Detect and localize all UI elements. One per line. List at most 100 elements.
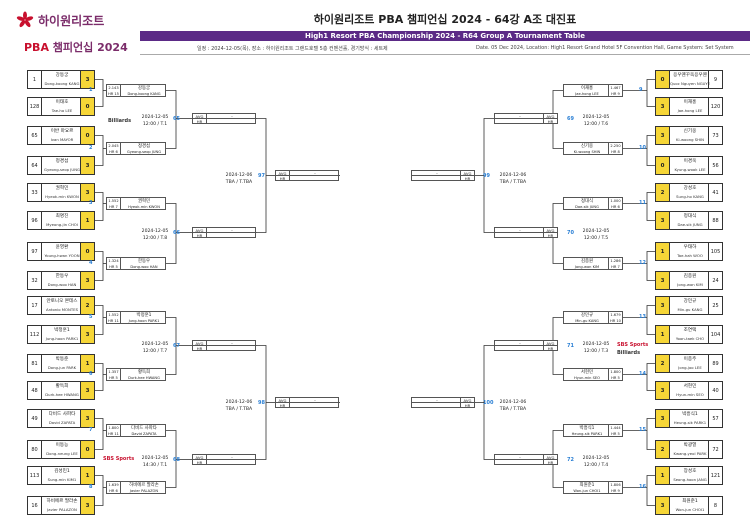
match-number: 100 (483, 400, 494, 406)
event-info-kr: 일정 : 2024-12-05(목), 장소 : 하이원리조트 그랜드호텔 5층… (197, 46, 388, 52)
match-time: 12:00 / T.1 (142, 122, 168, 127)
winner-name-en: David ZAPATA (131, 431, 157, 436)
match-number: 13 (639, 314, 646, 320)
winner-hr: HR 11 (108, 432, 119, 436)
match-number: 4 (89, 260, 93, 266)
avg-label: AVG (543, 455, 557, 460)
player-name-en: Hyeok-min KWON (45, 194, 79, 199)
player-seed: 73 (708, 127, 722, 144)
match-number: 7 (89, 427, 93, 433)
avg-label: AVG (543, 114, 557, 119)
player-name-kr: 박광열 (683, 443, 697, 448)
player-score: 1 (80, 355, 94, 372)
player-score: 3 (80, 382, 94, 399)
player-score: 3 (656, 297, 670, 314)
bracket-connector (95, 251, 104, 281)
sponsor-logo: Billiards (108, 118, 131, 124)
bracket-connector (95, 475, 104, 506)
logo: 하이원리조트 PBA 챔피언십 2024 (10, 6, 135, 54)
player-score: 2 (80, 297, 94, 314)
player-name-kr: 이재홍 (683, 100, 697, 105)
winner-name-en: Jae-hong LEE (575, 91, 599, 96)
winner-name-en: Dong-woo HAN (130, 264, 158, 269)
avg-label: AVG (460, 398, 474, 403)
match-number: 10 (639, 145, 646, 151)
player-name-kr: 이동능 (55, 443, 69, 448)
avg-value: - (412, 398, 462, 403)
bracket-connector (166, 90, 177, 149)
winner-avg: 1.800 (108, 426, 119, 430)
winner-hr: HR 6 (611, 205, 620, 209)
winner-hr: HR 5 (611, 376, 620, 380)
winner-name-kr: 김종원 (580, 259, 594, 264)
match-date: 2024-12-05 (582, 456, 610, 461)
player-seed: 113 (28, 467, 42, 484)
